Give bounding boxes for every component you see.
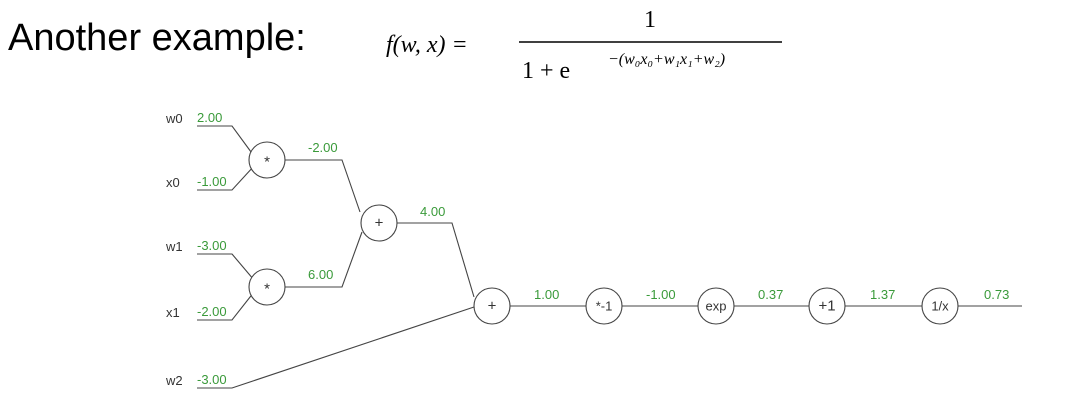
- output-value-add-products: 4.00: [420, 204, 445, 219]
- input-name-w1: w1: [165, 239, 183, 254]
- node-mul-w1x1-label: *: [264, 281, 270, 298]
- input-name-x1: x1: [166, 305, 180, 320]
- node-mul-w0x0-label: *: [264, 154, 270, 171]
- input-values: 2.00 -1.00 -3.00 -2.00 -3.00: [197, 110, 227, 387]
- formula-exponent: −(w₀x₀+w₁x₁+w₂): [608, 51, 725, 68]
- output-value-negate: -1.00: [646, 287, 676, 302]
- input-value-w0: 2.00: [197, 110, 222, 125]
- input-value-w1: -3.00: [197, 238, 227, 253]
- node-exp: [697, 287, 735, 325]
- wire-x0: [197, 165, 255, 191]
- wire-add0-out: [397, 222, 475, 298]
- output-value-mul-w0x0: -2.00: [308, 140, 338, 155]
- graph-wires: [197, 125, 1022, 389]
- wire-mul0-out: [285, 159, 361, 213]
- node-negate: [585, 287, 623, 325]
- node-negate-label: *-1: [596, 299, 613, 314]
- node-add-bias: [473, 287, 511, 325]
- output-value-add-bias: 1.00: [534, 287, 559, 302]
- output-value-plus-one: 1.37: [870, 287, 895, 302]
- node-mul-w0x0: [248, 141, 286, 179]
- node-add-products-label: +: [375, 215, 384, 232]
- wire-w0: [197, 125, 255, 157]
- input-names: w0 x0 w1 x1 w2: [165, 111, 183, 388]
- formula-denominator-base: 1 + e: [522, 58, 570, 84]
- graph-nodes: * * + + *-1 exp +1 1/x: [248, 141, 959, 325]
- sigmoid-formula: f(w, x) = 1 1 + e −(w₀x₀+w₁x₁+w₂): [386, 7, 782, 84]
- output-value-reciprocal: 0.73: [984, 287, 1009, 302]
- output-value-exp: 0.37: [758, 287, 783, 302]
- wire-w1: [197, 253, 255, 281]
- output-value-mul-w1x1: 6.00: [308, 267, 333, 282]
- input-value-x1: -2.00: [197, 304, 227, 319]
- wire-mul1-out: [285, 231, 363, 288]
- input-value-x0: -1.00: [197, 174, 227, 189]
- node-reciprocal-label: 1/x: [931, 299, 949, 314]
- node-add-products: [360, 204, 398, 242]
- wire-x1: [197, 291, 255, 321]
- node-add-bias-label: +: [488, 298, 497, 315]
- input-value-w2: -3.00: [197, 372, 227, 387]
- node-plus-one: [808, 287, 846, 325]
- node-plus-one-label: +1: [818, 298, 835, 315]
- formula-lhs: f(w, x) =: [386, 32, 468, 58]
- output-values: -2.00 6.00 4.00 1.00 -1.00 0.37 1.37 0.7…: [308, 140, 1009, 302]
- input-name-w0: w0: [165, 111, 183, 126]
- node-exp-label: exp: [706, 299, 727, 314]
- formula-numerator: 1: [644, 7, 656, 33]
- input-name-x0: x0: [166, 175, 180, 190]
- node-reciprocal: [921, 287, 959, 325]
- node-mul-w1x1: [248, 268, 286, 306]
- input-name-w2: w2: [165, 373, 183, 388]
- wire-w2: [197, 306, 475, 389]
- slide-title: Another example:: [8, 17, 306, 59]
